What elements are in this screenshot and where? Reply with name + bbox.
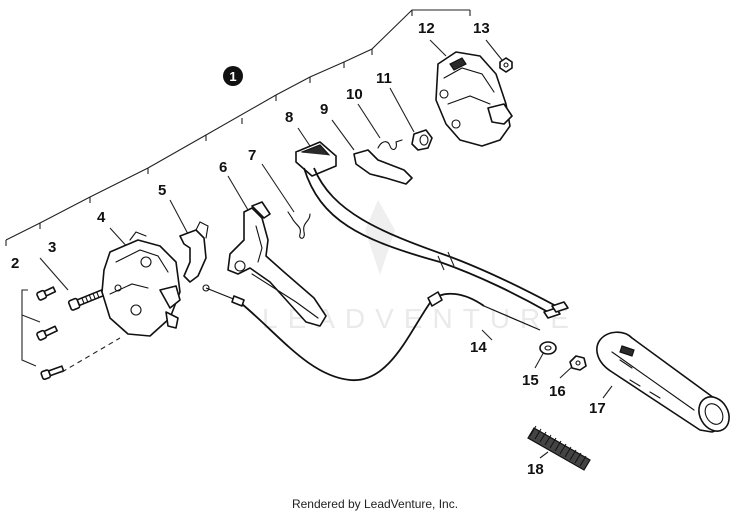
callout-ticks [5, 10, 471, 246]
part-2-screws [36, 286, 121, 380]
callout-6: 6 [219, 159, 227, 176]
part-10-spring [377, 139, 403, 151]
part-13-nut [499, 57, 513, 73]
assembly-bracket [5, 9, 470, 241]
svg-text:1: 1 [229, 69, 236, 84]
part-17-grip [596, 331, 730, 433]
callout-9: 9 [320, 101, 328, 118]
part-5-clip [179, 221, 209, 283]
part-15-nut [539, 341, 557, 355]
assembly-marker: 1 [223, 66, 243, 86]
callout-2: 2 [11, 255, 19, 272]
leader-lines [21, 39, 613, 459]
part-16-nut [569, 355, 587, 371]
footer-credit: Rendered by LeadVenture, Inc. [291, 497, 459, 511]
part-18-spring [527, 425, 591, 471]
part-14-throttle-cable [202, 284, 541, 381]
part-12-case-right [435, 51, 513, 147]
callout-15: 15 [522, 372, 539, 389]
callout-17: 17 [589, 400, 606, 417]
callout-8: 8 [285, 109, 293, 126]
callout-5: 5 [158, 182, 166, 199]
switch-wires [303, 167, 569, 319]
callout-3: 3 [48, 239, 56, 256]
callout-4: 4 [97, 209, 106, 226]
part-3-bolt [67, 289, 105, 311]
part-11-cap [411, 129, 433, 151]
callout-18: 18 [527, 461, 544, 478]
callout-11: 11 [376, 70, 392, 87]
callout-7: 7 [248, 147, 256, 164]
callout-13: 13 [473, 20, 490, 37]
callout-10: 10 [346, 86, 363, 103]
part-4-case-left [101, 231, 181, 337]
callout-12: 12 [418, 20, 435, 37]
callout-14: 14 [470, 339, 487, 356]
part-6-trigger [227, 201, 327, 327]
part-8-switch [295, 141, 337, 177]
watermark-logo-icon [365, 200, 395, 275]
part-9-lockout [353, 149, 413, 185]
part-7-spring [287, 211, 311, 239]
callout-16: 16 [549, 383, 566, 400]
